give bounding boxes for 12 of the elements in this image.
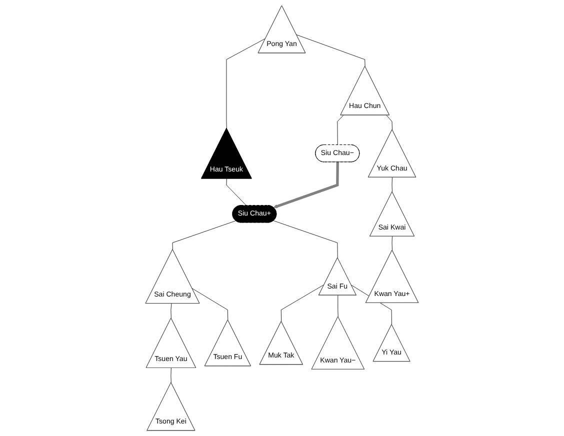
connector xyxy=(296,34,366,67)
connector xyxy=(172,220,236,250)
connector xyxy=(280,284,325,322)
connector xyxy=(386,114,392,130)
connector xyxy=(226,38,266,129)
connector xyxy=(192,288,228,320)
connector xyxy=(273,220,338,258)
connector xyxy=(170,368,172,383)
connector xyxy=(170,303,172,318)
connector xyxy=(226,178,247,206)
connector xyxy=(337,114,344,146)
arrow xyxy=(273,162,339,208)
